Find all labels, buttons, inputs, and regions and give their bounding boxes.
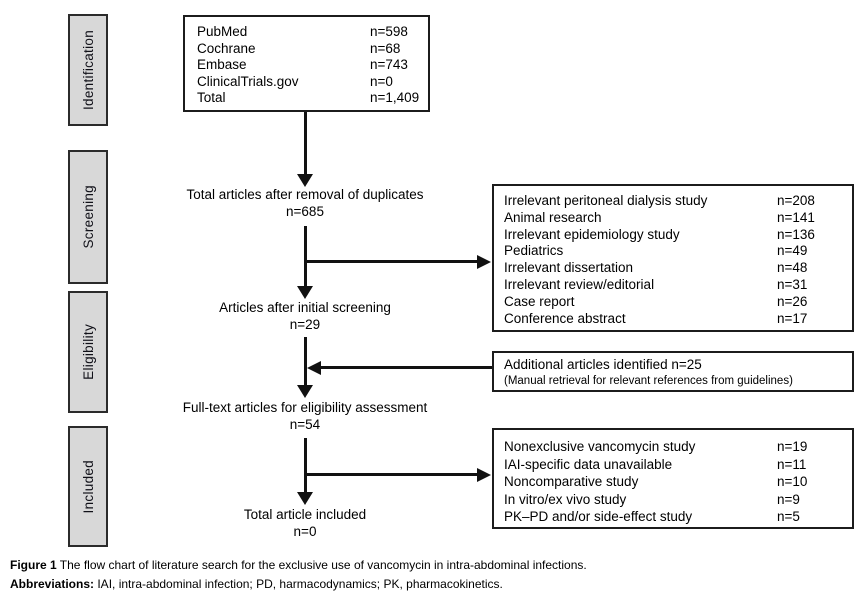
additional-articles-text: Additional articles identified n=25 [504, 357, 702, 372]
database-label: Cochrane [197, 40, 256, 56]
exclusion-label: IAI-specific data unavailable [504, 456, 673, 472]
flow-node-text: Full-text articles for eligibility asses… [182, 400, 428, 415]
flow-node-initial-screening: Articles after initial screening n=29 [105, 299, 505, 333]
exclusion-count: n=10 [777, 474, 808, 489]
database-label: Embase [197, 57, 247, 72]
figure-label: Figure 1 [10, 558, 57, 572]
exclusion-label: Conference abstract [504, 310, 626, 326]
additional-articles-note: (Manual retrieval for relevant reference… [504, 375, 793, 387]
arrow-down-icon-1 [297, 174, 313, 187]
arrow-down-icon-4 [297, 492, 313, 505]
flow-node-text: Total article included [243, 507, 367, 522]
arrow-down-icon-2 [297, 286, 313, 299]
stage-label-identification: Identification [80, 30, 96, 110]
exclusion-label: Irrelevant epidemiology study [504, 226, 680, 242]
exclusion-label: PK–PD and/or side-effect study [504, 509, 693, 524]
connector-line-down-2 [304, 226, 307, 286]
database-label: PubMed [197, 24, 248, 39]
stage-label-included: Included [80, 459, 96, 514]
stage-box-included: Included [68, 426, 108, 547]
eligibility-exclusions-box: Nonexclusive vancomycin study n=19 IAI-s… [492, 428, 854, 529]
exclusion-label: In vitro/ex vivo study [504, 491, 627, 507]
database-label: Total [197, 90, 226, 105]
exclusion-count: n=136 [777, 226, 815, 242]
exclusion-count: n=48 [777, 260, 808, 276]
exclusion-count: n=49 [777, 243, 808, 259]
arrow-right-icon-1 [477, 254, 491, 269]
connector-line-down-3 [304, 337, 307, 385]
exclusion-label: Irrelevant peritoneal dialysis study [504, 193, 708, 208]
stage-label-screening: Screening [80, 185, 96, 249]
database-count: n=598 [370, 24, 408, 39]
stage-box-screening: Screening [68, 150, 108, 284]
exclusion-count: n=26 [777, 293, 808, 309]
connector-line-left-1 [320, 366, 492, 369]
figure-caption: Figure 1 The flow chart of literature se… [10, 556, 850, 594]
database-count: n=1,409 [370, 90, 420, 105]
stage-box-identification: Identification [68, 14, 108, 126]
stage-box-eligibility: Eligibility [68, 291, 108, 413]
flow-node-count: n=0 [293, 524, 317, 539]
databases-box: PubMed n=598 Cochrane n=68 Embase n=743 … [183, 15, 430, 112]
caption-line-abbreviations: Abbreviations: IAI, intra-abdominal infe… [10, 575, 850, 594]
caption-line-figure: Figure 1 The flow chart of literature se… [10, 556, 850, 575]
connector-line-right-2 [304, 473, 478, 476]
additional-articles-box: Additional articles identified n=25 (Man… [492, 351, 854, 392]
connector-line-down-1 [304, 112, 307, 174]
flow-node-count: n=54 [289, 417, 321, 432]
exclusion-label: Irrelevant dissertation [504, 260, 634, 276]
exclusion-count: n=11 [777, 456, 807, 472]
flow-node-total-included: Total article included n=0 [105, 506, 505, 540]
exclusion-count: n=208 [777, 193, 815, 208]
abbreviations-text: IAI, intra-abdominal infection; PD, harm… [94, 577, 503, 591]
connector-line-right-1 [304, 260, 478, 263]
exclusion-label: Noncomparative study [504, 474, 639, 489]
database-count: n=743 [370, 57, 408, 72]
exclusion-label: Case report [504, 293, 575, 309]
stage-label-eligibility: Eligibility [80, 324, 96, 380]
exclusion-label: Irrelevant review/editorial [504, 276, 655, 292]
flow-node-text: Total articles after removal of duplicat… [186, 187, 424, 202]
flow-node-text: Articles after initial screening [219, 300, 391, 315]
exclusion-label: Pediatrics [504, 243, 564, 259]
database-count: n=68 [370, 40, 401, 56]
screening-exclusions-box: Irrelevant peritoneal dialysis study n=2… [492, 184, 854, 332]
database-label: ClinicalTrials.gov [197, 73, 299, 89]
exclusion-label: Nonexclusive vancomycin study [504, 439, 696, 454]
exclusion-count: n=141 [777, 209, 815, 225]
flow-node-count: n=29 [289, 317, 321, 332]
database-count: n=0 [370, 73, 393, 89]
exclusion-count: n=17 [777, 310, 808, 326]
flow-node-fulltext-eligibility: Full-text articles for eligibility asses… [105, 399, 505, 433]
exclusion-count: n=19 [777, 439, 808, 454]
flow-node-duplicates-removed: Total articles after removal of duplicat… [105, 186, 505, 220]
connector-line-down-4 [304, 438, 307, 492]
exclusion-count: n=9 [777, 491, 800, 507]
arrow-down-icon-3 [297, 385, 313, 398]
flow-node-count: n=685 [286, 204, 324, 219]
arrow-left-icon-1 [307, 360, 321, 375]
figure-text: The flow chart of literature search for … [56, 558, 587, 572]
arrow-right-icon-2 [477, 467, 491, 482]
exclusion-count: n=5 [777, 509, 800, 524]
exclusion-label: Animal research [504, 209, 602, 225]
exclusion-count: n=31 [777, 276, 808, 292]
abbreviations-label: Abbreviations: [10, 577, 95, 591]
